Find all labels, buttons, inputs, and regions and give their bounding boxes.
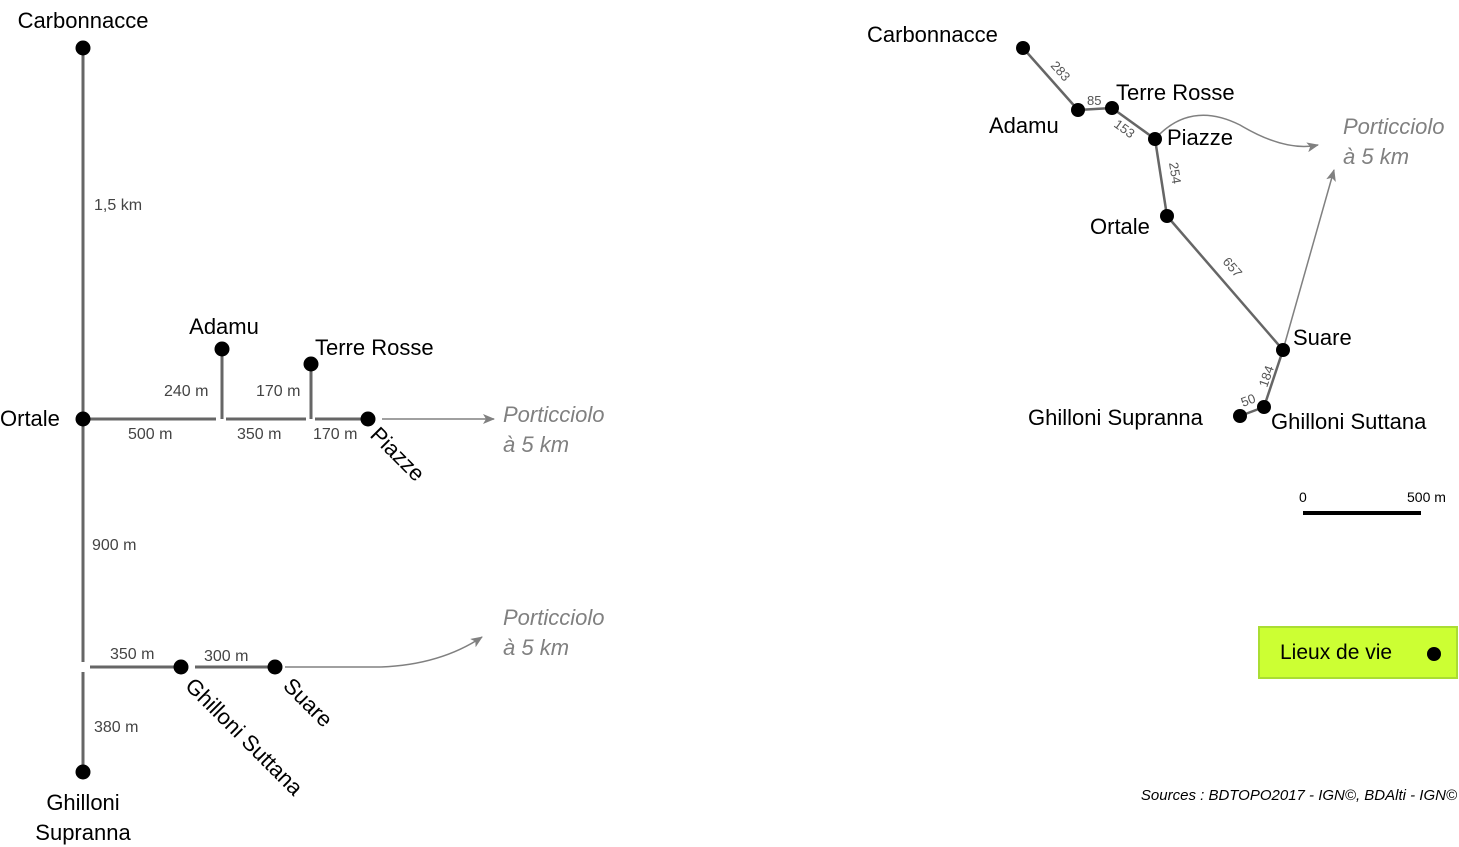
- distance-ghilloni-suttana-suare: 300 m: [204, 648, 248, 665]
- node-suare: [267, 659, 283, 675]
- label-ghilloni-supranna: Ghilloni Supranna: [1028, 405, 1204, 430]
- destination-top-line2: à 5 km: [503, 432, 569, 457]
- node-ghilloni-supranna: [1233, 409, 1247, 423]
- node-piazze: [1148, 132, 1162, 146]
- label-terre-rosse: Terre Rosse: [1116, 80, 1235, 105]
- arrow-piazze-porticciolo: [1154, 114, 1319, 153]
- label-carbonnacce: Carbonnacce: [867, 22, 998, 47]
- node-terre-rosse: [303, 356, 319, 372]
- road-piazze-ortale: [1153, 138, 1169, 217]
- label-piazze: Piazze: [365, 422, 429, 486]
- node-adamu: [1071, 103, 1085, 117]
- label-suare: Suare: [278, 673, 337, 732]
- label-ghilloni-supranna-line2: Supranna: [35, 820, 131, 845]
- label-adamu: Adamu: [989, 113, 1059, 138]
- distance-junction2-terre-rosse: 170 m: [256, 383, 300, 400]
- destination-bottom-line2: à 5 km: [503, 635, 569, 660]
- distance-junction1-junction2: 350 m: [237, 426, 281, 443]
- label-suare: Suare: [1293, 325, 1352, 350]
- distance-piazze-ortale: 254: [1166, 161, 1184, 185]
- sources-credit: Sources : BDTOPO2017 - IGN©, BDAlti - IG…: [1141, 787, 1458, 804]
- node-suare: [1276, 343, 1290, 357]
- destination-line1: Porticciolo: [1343, 114, 1444, 139]
- distance-suare-ghilloni-suttana: 184: [1256, 364, 1277, 389]
- arrow-suare-porticciolo: [1282, 169, 1336, 351]
- road-suare-ghilloni-suttana: [1262, 349, 1285, 408]
- right-map: Carbonnacce Adamu Terre Rosse Piazze Ort…: [867, 22, 1446, 515]
- node-ghilloni-supranna: [75, 764, 91, 780]
- label-terre-rosse: Terre Rosse: [315, 335, 434, 360]
- node-ortale: [75, 411, 91, 427]
- distance-junction1-adamu: 240 m: [164, 383, 208, 400]
- node-ghilloni-suttana: [173, 659, 189, 675]
- distance-adamu-terre-rosse: 85: [1087, 93, 1101, 108]
- legend: Lieux de vie: [1258, 626, 1458, 679]
- distance-south-ghilloni-supranna: 380 m: [94, 719, 138, 736]
- label-piazze: Piazze: [1167, 125, 1233, 150]
- legend-node-icon: [1427, 647, 1441, 661]
- destination-bottom-line1: Porticciolo: [503, 605, 604, 630]
- road-carbonnacce-adamu: [1022, 47, 1079, 111]
- label-ortale: Ortale: [1090, 214, 1150, 239]
- left-schema: Carbonnacce Ortale Adamu Terre Rosse Pia…: [0, 8, 604, 845]
- label-ghilloni-supranna-line1: Ghilloni: [46, 790, 119, 815]
- label-adamu: Adamu: [189, 314, 259, 339]
- road-terre-rosse-piazze: [1111, 106, 1156, 141]
- distance-ghilloni-suttana-supranna: 50: [1239, 391, 1258, 410]
- distance-carbonnacce-ortale: 1,5 km: [94, 197, 142, 214]
- scale-start-label: 0: [1299, 489, 1307, 505]
- distance-ortale-south: 900 m: [92, 537, 136, 554]
- node-piazze: [360, 411, 376, 427]
- destination-top-line1: Porticciolo: [503, 402, 604, 427]
- distance-south-ghilloni-suttana: 350 m: [110, 646, 154, 663]
- distance-ortale-junction1: 500 m: [128, 426, 172, 443]
- distance-junction2-piazze: 170 m: [313, 426, 357, 443]
- legend-box: [1258, 626, 1458, 679]
- node-ortale: [1160, 209, 1174, 223]
- road-ortale-suare: [1166, 215, 1284, 351]
- node-terre-rosse: [1105, 101, 1119, 115]
- destination-line2: à 5 km: [1343, 144, 1409, 169]
- legend-label: Lieux de vie: [1280, 641, 1392, 664]
- node-carbonnacce: [75, 40, 91, 56]
- distance-terre-rosse-piazze: 153: [1111, 116, 1137, 141]
- arrow-porticciolo-bottom: [285, 636, 483, 668]
- scale-end-label: 500 m: [1407, 489, 1446, 505]
- label-carbonnacce: Carbonnacce: [18, 8, 149, 33]
- scale-bar: 0 500 m: [1299, 489, 1446, 515]
- node-carbonnacce: [1016, 41, 1030, 55]
- node-adamu: [214, 341, 230, 357]
- distance-ortale-suare: 657: [1220, 254, 1246, 280]
- label-ortale: Ortale: [0, 406, 60, 431]
- node-ghilloni-suttana: [1257, 400, 1271, 414]
- label-ghilloni-suttana: Ghilloni Suttana: [1271, 409, 1427, 434]
